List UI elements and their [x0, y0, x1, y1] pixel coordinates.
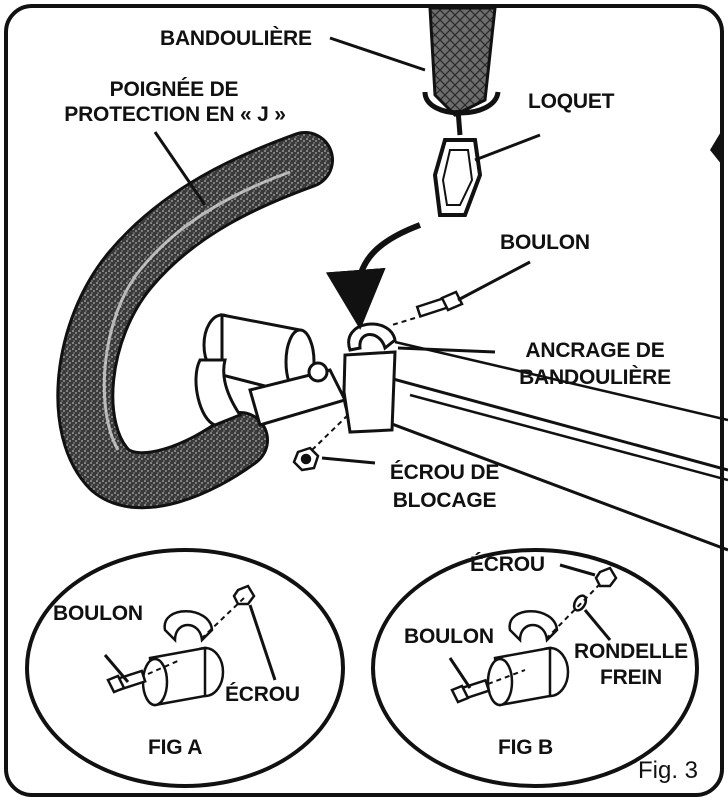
label-ecrou-blocage-line2: BLOCAGE: [392, 489, 497, 512]
handle-clamp: [194, 313, 348, 427]
leader-lines: [153, 36, 541, 465]
label-ancrage-line1: ANCRAGE DE: [525, 339, 665, 362]
label-poignee-line1: POIGNÉE DE: [109, 78, 239, 101]
insert-arrow: [325, 222, 422, 330]
label-fig-b-rondelle-line1: RONDELLE: [574, 640, 688, 663]
fig-b-inset: [371, 548, 699, 788]
lock-nut: [292, 446, 320, 472]
label-fig-a-boulon: BOULON: [53, 602, 143, 625]
label-ancrage-line2: BANDOULIÈRE: [519, 366, 671, 389]
label-fig-b-rondelle-line2: FREIN: [599, 666, 662, 689]
label-loquet: LOQUET: [528, 90, 615, 113]
label-boulon-main: BOULON: [500, 231, 590, 254]
label-fig-a-title: FIG A: [148, 736, 203, 759]
label-ecrou-blocage-line1: ÉCROU DE: [389, 461, 500, 484]
label-fig-b-boulon: BOULON: [404, 625, 494, 648]
fig-a-inset: [25, 548, 345, 788]
label-fig-a-ecrou: ÉCROU: [225, 683, 300, 706]
strap-anchor-clamp: [342, 322, 397, 434]
main-bolt: [415, 290, 464, 318]
label-bandouliere: BANDOULIÈRE: [160, 27, 312, 50]
j-handle: [56, 131, 334, 510]
edge-tab: [710, 130, 722, 165]
strap: [422, 6, 501, 217]
trimmer-shaft: [359, 340, 728, 552]
label-poignee-line2: PROTECTION EN « J »: [64, 103, 286, 126]
label-fig-b-ecrou: ÉCROU: [470, 553, 545, 576]
figure-number: Fig. 3: [638, 757, 699, 784]
label-fig-b-title: FIG B: [498, 736, 553, 759]
